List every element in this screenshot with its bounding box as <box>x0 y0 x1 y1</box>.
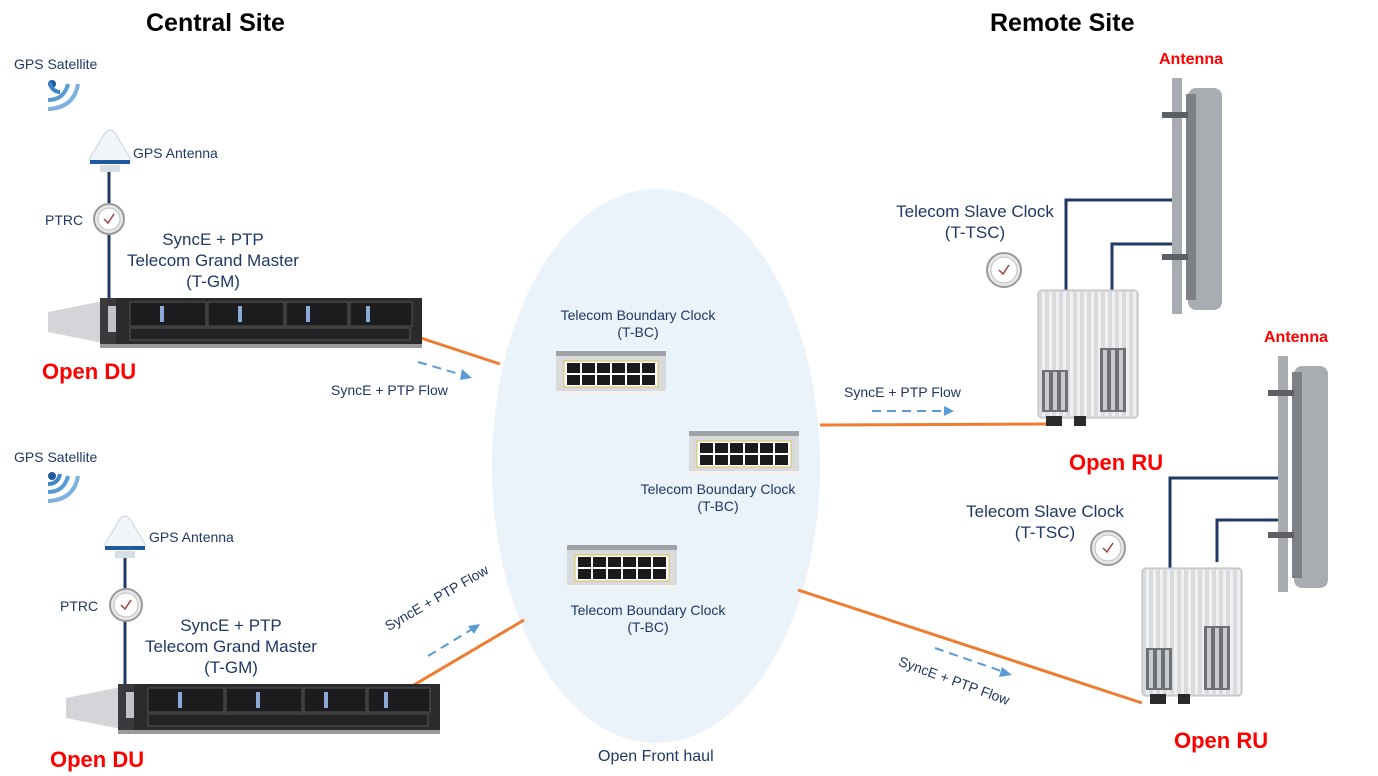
tbc-label-3: Telecom Boundary Clock (T-BC) <box>558 602 738 636</box>
open-ru-icon-2 <box>1141 567 1243 704</box>
open-du-server-icon-2 <box>66 684 440 734</box>
fronthaul-ellipse <box>492 189 820 743</box>
cable-ru2-antenna-a <box>1168 476 1284 570</box>
flow-label-du1: SyncE + PTP Flow <box>331 382 448 398</box>
tgm-line-2: Telecom Grand Master <box>127 251 299 270</box>
tsc-line-2: (T-TSC) <box>944 223 1006 242</box>
link-tbc-ru1 <box>819 422 1049 427</box>
tsc-line-1: Telecom Slave Clock <box>966 502 1124 521</box>
ptrc-label: PTRC <box>45 212 84 228</box>
tsc-clock-icon-2 <box>1090 530 1126 566</box>
tgm-line-1: SyncE + PTP <box>162 230 264 249</box>
fronthaul-label: Open Front haul <box>598 748 714 765</box>
cable-ru2-antenna-b <box>1215 518 1284 562</box>
tbc-label-2: Telecom Boundary Clock (T-BC) <box>628 481 808 515</box>
gps-antenna-icon-2 <box>104 515 146 558</box>
tbc-switch-icon-2 <box>689 431 799 475</box>
flow-arrow-du1 <box>417 361 467 377</box>
open-du-label-2: Open DU <box>50 747 145 772</box>
open-ru-icon-1 <box>1037 289 1139 426</box>
flow-arrowhead-ru2 <box>999 667 1012 677</box>
tgm-line-2: Telecom Grand Master <box>145 637 317 656</box>
tbc-line-2: (T-BC) <box>627 619 669 635</box>
gps-satellite-label-2: GPS Satellite <box>14 449 98 465</box>
flow-arrowhead-du2 <box>468 624 480 634</box>
tgm-label-1: SyncE + PTP Telecom Grand Master (T-GM) <box>118 229 308 292</box>
link-tbc-ru2 <box>797 588 1143 705</box>
antenna-panel-icon-1 <box>1162 78 1222 314</box>
gps-satellite-icon <box>47 80 80 111</box>
antenna-label-1: Antenna <box>1159 51 1223 68</box>
ptrc-clock-icon <box>93 203 125 235</box>
tbc-line-2: (T-BC) <box>697 498 739 514</box>
central-site-title: Central Site <box>146 9 285 37</box>
antenna-label-2: Antenna <box>1264 329 1328 346</box>
cable-ru1-antenna-a <box>1064 198 1178 290</box>
ptrc-label-2: PTRC <box>60 598 99 614</box>
gps-satellite-icon-2 <box>47 472 80 503</box>
tbc-line-1: Telecom Boundary Clock <box>570 602 726 618</box>
open-du-label-1: Open DU <box>42 359 137 384</box>
gps-antenna-label-2: GPS Antenna <box>149 529 234 545</box>
tgm-line-3: (T-GM) <box>186 272 240 291</box>
open-ru-label-1: Open RU <box>1069 450 1164 475</box>
flow-arrow-du2 <box>427 627 475 657</box>
flow-arrowhead-du1 <box>460 369 472 380</box>
flow-label-ru1: SyncE + PTP Flow <box>844 384 961 400</box>
tsc-line-1: Telecom Slave Clock <box>896 202 1054 221</box>
tsc-label-1: Telecom Slave Clock (T-TSC) <box>880 201 1070 243</box>
gps-antenna-label: GPS Antenna <box>133 145 218 161</box>
tbc-switch-icon-3 <box>567 545 677 589</box>
ptrc-clock-icon-2 <box>109 588 143 622</box>
antenna-panel-icon-2 <box>1268 356 1328 592</box>
open-du-server-icon <box>48 298 422 348</box>
flow-arrowhead-ru1 <box>944 406 954 416</box>
tgm-line-3: (T-GM) <box>204 658 258 677</box>
tsc-clock-icon-1 <box>986 252 1022 288</box>
flow-arrow-ru2 <box>934 647 1005 673</box>
tbc-switch-icon-1 <box>556 351 666 395</box>
tbc-label-1: Telecom Boundary Clock (T-BC) <box>548 307 728 341</box>
gps-satellite-label: GPS Satellite <box>14 56 98 72</box>
tsc-line-2: (T-TSC) <box>1014 523 1076 542</box>
tbc-line-1: Telecom Boundary Clock <box>560 307 716 323</box>
tbc-line-2: (T-BC) <box>617 324 659 340</box>
tgm-label-2: SyncE + PTP Telecom Grand Master (T-GM) <box>136 615 326 678</box>
open-ru-label-2: Open RU <box>1174 728 1269 753</box>
tbc-line-1: Telecom Boundary Clock <box>640 481 796 497</box>
cable-ru1-antenna-b <box>1110 242 1178 290</box>
gps-antenna-icon <box>89 129 131 172</box>
remote-site-title: Remote Site <box>990 9 1135 37</box>
tgm-line-1: SyncE + PTP <box>180 616 282 635</box>
tsc-label-2: Telecom Slave Clock (T-TSC) <box>950 501 1140 543</box>
